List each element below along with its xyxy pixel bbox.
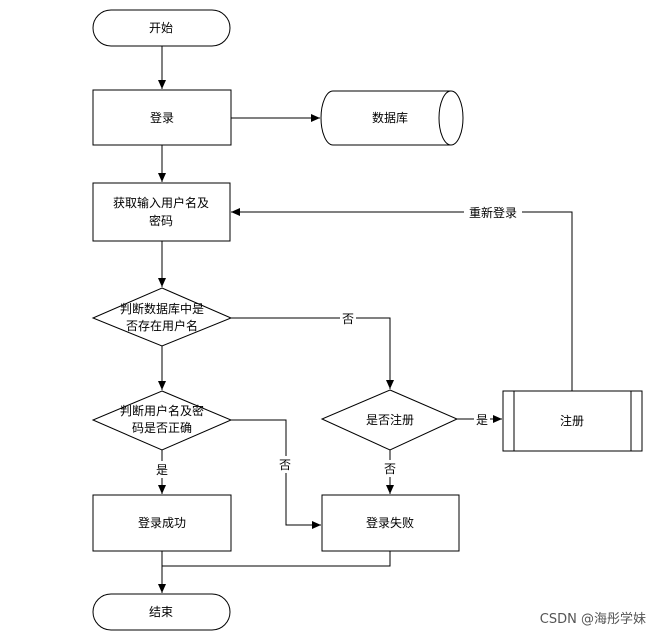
login-label: 登录: [150, 110, 174, 125]
start-label: 开始: [149, 21, 173, 35]
edge-label-exists-no: 否: [340, 310, 356, 327]
edge-pwd-no: [231, 419, 321, 529]
edge-label-register-yes: 是: [474, 411, 490, 428]
fail-label: 登录失败: [366, 515, 414, 530]
svg-text:是: 是: [156, 463, 168, 477]
login-node: 登录: [92, 89, 232, 146]
end-label: 结束: [149, 605, 173, 619]
input-label-2: 密码: [149, 213, 173, 228]
input-node: 获取输入用户名及 密码: [92, 182, 231, 242]
check-exists-label-2: 否存在用户名: [126, 318, 198, 333]
edge-exists-no: [231, 317, 394, 389]
success-label: 登录成功: [138, 515, 186, 530]
edge-fail-merge: [162, 551, 391, 567]
start-node: 开始: [92, 9, 231, 47]
check-pwd-label-1: 判断用户名及密: [120, 403, 204, 418]
edge-label-relogin: 重新登录: [464, 204, 522, 221]
database-node: 数据库: [320, 90, 464, 146]
edge-label-register-no: 否: [382, 460, 398, 477]
edge-relogin: [231, 208, 573, 391]
register-node: 注册: [502, 390, 643, 452]
edge-label-pwd-no: 否: [277, 456, 294, 473]
svg-text:否: 否: [342, 312, 354, 326]
check-pwd-node: 判断用户名及密 码是否正确: [91, 390, 233, 451]
check-exists-label-1: 判断数据库中是: [120, 301, 204, 316]
svg-text:重新登录: 重新登录: [469, 205, 517, 220]
input-label-1: 获取输入用户名及: [113, 195, 209, 210]
svg-text:否: 否: [384, 462, 396, 476]
svg-text:否: 否: [279, 458, 291, 472]
fail-node: 登录失败: [321, 494, 460, 552]
register-q-label: 是否注册: [366, 412, 414, 427]
register-q-node: 是否注册: [320, 389, 459, 451]
database-label: 数据库: [372, 110, 408, 125]
svg-text:是: 是: [476, 413, 488, 427]
success-node: 登录成功: [92, 494, 232, 552]
register-label: 注册: [560, 413, 584, 428]
edge-label-pwd-yes: 是: [154, 461, 170, 478]
end-node: 结束: [92, 593, 231, 631]
check-pwd-label-2: 码是否正确: [132, 421, 192, 435]
check-exists-node: 判断数据库中是 否存在用户名: [91, 287, 233, 347]
watermark: CSDN @海彤学妹: [539, 612, 646, 627]
